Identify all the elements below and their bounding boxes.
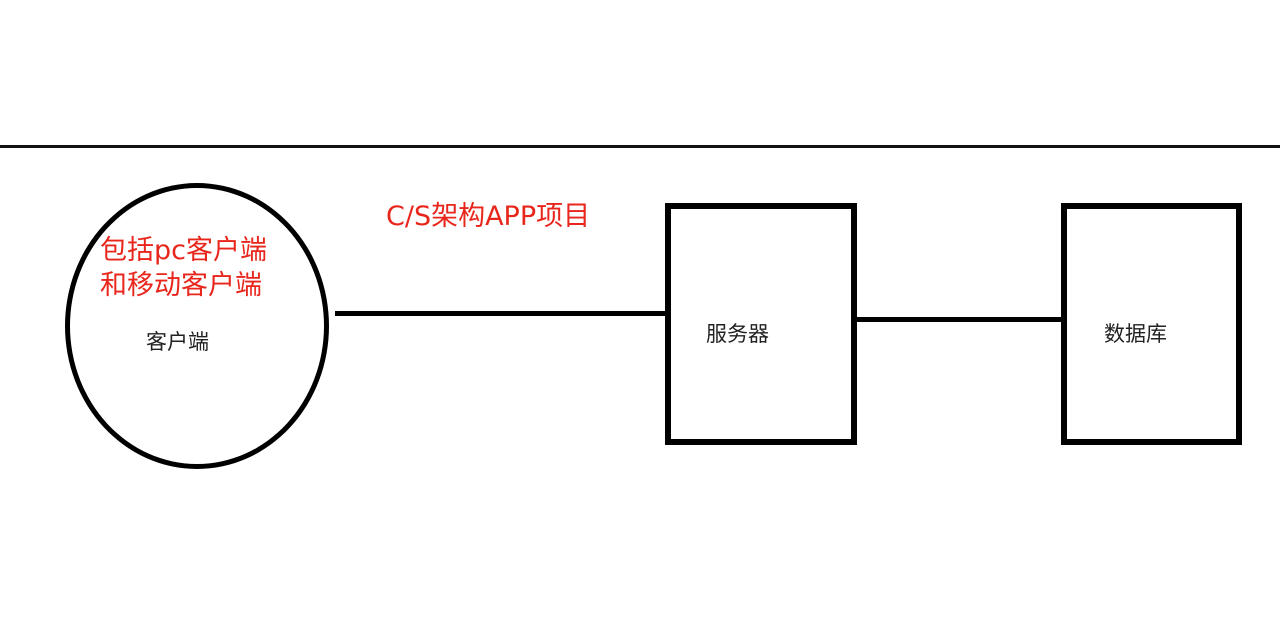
client-node-circle bbox=[65, 183, 329, 469]
database-node-box bbox=[1061, 203, 1242, 445]
edge-client-server bbox=[335, 311, 668, 316]
client-annotation-line-1: 包括pc客户端 bbox=[100, 235, 267, 266]
architecture-title-annotation: C/S架构APP项目 bbox=[386, 201, 591, 232]
server-label: 服务器 bbox=[706, 322, 769, 346]
top-divider-line bbox=[0, 145, 1280, 148]
server-node-box bbox=[665, 203, 857, 445]
client-annotation-line-2: 和移动客户端 bbox=[100, 270, 262, 301]
database-label: 数据库 bbox=[1104, 322, 1167, 346]
edge-server-database bbox=[855, 317, 1063, 322]
client-label: 客户端 bbox=[146, 330, 209, 354]
client-annotation: 包括pc客户端 和移动客户端 bbox=[100, 233, 267, 303]
